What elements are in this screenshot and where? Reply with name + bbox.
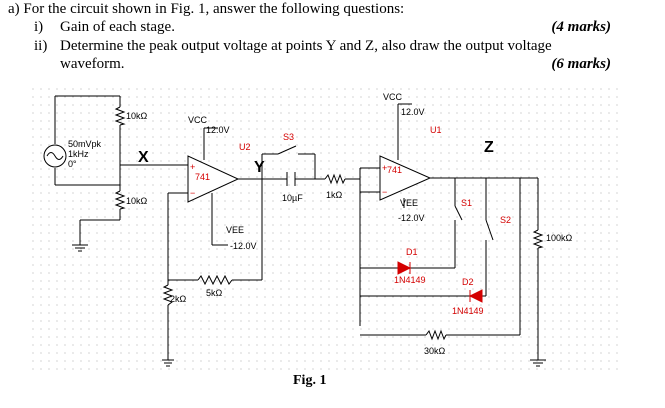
schematic-grid xyxy=(28,84,618,372)
u2-ref-label: U2 xyxy=(239,142,251,152)
question-item-2-text-cont: waveform. xyxy=(60,56,125,72)
opamp-u1-icon: + − xyxy=(379,155,432,201)
resistor-icons xyxy=(114,106,544,341)
r6-label: 30kΩ xyxy=(424,346,446,356)
diode-d2-icon xyxy=(468,289,483,303)
d2-model-label: 1N4149 xyxy=(452,306,484,316)
question-item-2-marks: (6 marks) xyxy=(551,56,611,72)
d1-model-label: 1N4149 xyxy=(394,275,426,285)
question-item-2-num: ii) xyxy=(34,38,48,54)
r1-label: 10kΩ xyxy=(126,111,148,121)
s1-label: S1 xyxy=(461,198,472,208)
question-intro: a) For the circuit shown in Fig. 1, answ… xyxy=(8,1,405,17)
u1-vcc-label: VCC xyxy=(383,92,403,102)
u1-model-label: 741 xyxy=(387,165,402,175)
svg-text:+: + xyxy=(382,163,387,173)
svg-text:−: − xyxy=(382,187,387,197)
d2-label: D2 xyxy=(462,277,474,287)
s3-label: S3 xyxy=(283,132,294,142)
source-freq-label: 1kHz xyxy=(68,149,89,159)
figure-caption: Fig. 1 xyxy=(293,373,327,388)
node-y-label: Y xyxy=(254,159,265,176)
r2-label: 10kΩ xyxy=(126,196,148,206)
wires xyxy=(54,95,546,367)
source-amp-label: 50mVpk xyxy=(68,139,102,149)
node-z-label: Z xyxy=(484,139,494,156)
u1-vee-value: -12.0V xyxy=(398,213,425,223)
diode-d1-icon xyxy=(397,261,412,275)
u2-vee-label: VEE xyxy=(226,225,244,235)
opamp-u2-icon: + − xyxy=(187,155,240,203)
u2-vcc-label: VCC xyxy=(188,115,208,125)
r3-label: 2kΩ xyxy=(170,294,187,304)
circuit-schematic: + − + − 50mVpk 1kHz 0° 10kΩ 10kΩ X VCC 1… xyxy=(28,84,618,372)
u1-ref-label: U1 xyxy=(430,125,442,135)
r5-label: 1kΩ xyxy=(326,190,343,200)
r4-label: 5kΩ xyxy=(206,288,223,298)
svg-text:−: − xyxy=(190,188,195,198)
u1-vcc-value: 12.0V xyxy=(401,107,425,117)
d1-label: D1 xyxy=(406,247,418,257)
r7-label: 100kΩ xyxy=(546,233,573,243)
u2-vcc-value: 12.0V xyxy=(206,125,230,135)
question-item-1-text: Gain of each stage. xyxy=(60,19,175,35)
sine-icon xyxy=(46,152,64,160)
svg-text:+: + xyxy=(190,162,195,172)
u1-vee-label: VEE xyxy=(400,198,418,208)
question-item-1-num: i) xyxy=(34,19,44,35)
u2-vee-value: -12.0V xyxy=(230,241,257,251)
node-x-label: X xyxy=(138,149,149,166)
capacitor-icon xyxy=(286,172,296,186)
source-phase-label: 0° xyxy=(68,159,77,169)
question-item-2-text: Determine the peak output voltage at poi… xyxy=(60,38,552,54)
switch-icons xyxy=(277,145,494,241)
u2-model-label: 741 xyxy=(195,172,210,182)
capacitor-label: 10µF xyxy=(282,193,303,203)
question-item-1-marks: (4 marks) xyxy=(551,19,611,35)
s2-label: S2 xyxy=(500,215,511,225)
